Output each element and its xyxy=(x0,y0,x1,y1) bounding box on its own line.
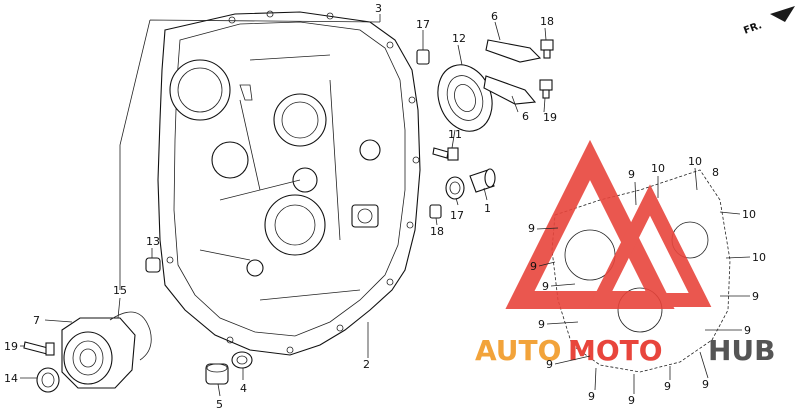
callout-14: 14 xyxy=(4,372,18,385)
oil-seal-16 xyxy=(445,176,465,200)
plug-13 xyxy=(145,257,161,273)
watermark-logo xyxy=(505,139,712,309)
bolt-label: 9 xyxy=(752,290,759,303)
callout-5: 5 xyxy=(216,398,223,411)
callout-1: 1 xyxy=(484,202,491,215)
bolt-position-labels: 9 10 10 10 10 9 9 9 9 9 9 9 9 9 9 9 xyxy=(528,155,766,407)
front-direction-label: FR. xyxy=(742,20,763,37)
bolt-11 xyxy=(432,147,459,161)
callout-3: 3 xyxy=(375,2,382,15)
bolt-label: 10 xyxy=(752,251,766,264)
front-direction-arrow: FR. xyxy=(742,6,795,37)
bolt-label: 9 xyxy=(542,280,549,293)
watermark-brand-moto: MOTO xyxy=(568,334,663,367)
bolt-label: 9 xyxy=(744,324,751,337)
bolt-label: 10 xyxy=(742,208,756,221)
clamp-plate-lower xyxy=(483,75,537,105)
callout-4: 4 xyxy=(240,382,247,395)
callout-15: 15 xyxy=(113,284,127,297)
bearing-12 xyxy=(437,64,493,132)
bolt-label: 9 xyxy=(588,390,595,403)
callout-labels: 3 17 12 6 18 6 19 11 1 17 18 13 15 7 19 … xyxy=(4,2,719,411)
bolt-label: 10 xyxy=(688,155,702,168)
callout-18-upper: 18 xyxy=(540,15,554,28)
callout-19: 19 xyxy=(4,340,18,353)
transmission-housing xyxy=(157,10,421,356)
bolt-label: 9 xyxy=(628,168,635,181)
seal-14 xyxy=(36,367,60,393)
callout-7: 7 xyxy=(33,314,40,327)
callout-12: 12 xyxy=(452,32,466,45)
callout-17-lower: 18 xyxy=(430,225,444,238)
bolt-label: 9 xyxy=(628,394,635,407)
bolt-label: 9 xyxy=(546,358,553,371)
callout-6-lower: 6 xyxy=(522,110,529,123)
clamp-plate-upper xyxy=(485,39,542,63)
bolt-label: 9 xyxy=(530,260,537,273)
bolt-position-leaders xyxy=(536,167,751,394)
watermark-brand-auto: AUTO xyxy=(475,334,561,367)
bolt-18-lower xyxy=(539,79,553,99)
bolt-18-upper xyxy=(540,39,554,59)
callout-11: 11 xyxy=(448,128,462,141)
bolt-label: 10 xyxy=(651,162,665,175)
leader-lines xyxy=(20,14,547,397)
bolt-19 xyxy=(23,341,55,356)
bolt-label: 9 xyxy=(702,378,709,391)
bolt-label: 9 xyxy=(538,318,545,331)
cap-5 xyxy=(205,363,229,385)
watermark-brand-hub: HUB xyxy=(708,334,776,367)
washer-4 xyxy=(231,351,253,369)
dowel-pin-lower xyxy=(429,204,442,219)
callout-2: 2 xyxy=(363,358,370,371)
release-bearing-assembly xyxy=(61,311,152,389)
callout-6-upper: 6 xyxy=(491,10,498,23)
bolt-label: 9 xyxy=(528,222,535,235)
callout-17-upper: 17 xyxy=(416,18,430,31)
dowel-pin-upper xyxy=(416,49,430,65)
callout-16: 17 xyxy=(450,209,464,222)
cap-1 xyxy=(469,168,496,193)
callout-8: 8 xyxy=(712,166,719,179)
callout-13: 13 xyxy=(146,235,160,248)
callout-18-lower: 19 xyxy=(543,111,557,124)
bolt-label: 9 xyxy=(664,380,671,393)
